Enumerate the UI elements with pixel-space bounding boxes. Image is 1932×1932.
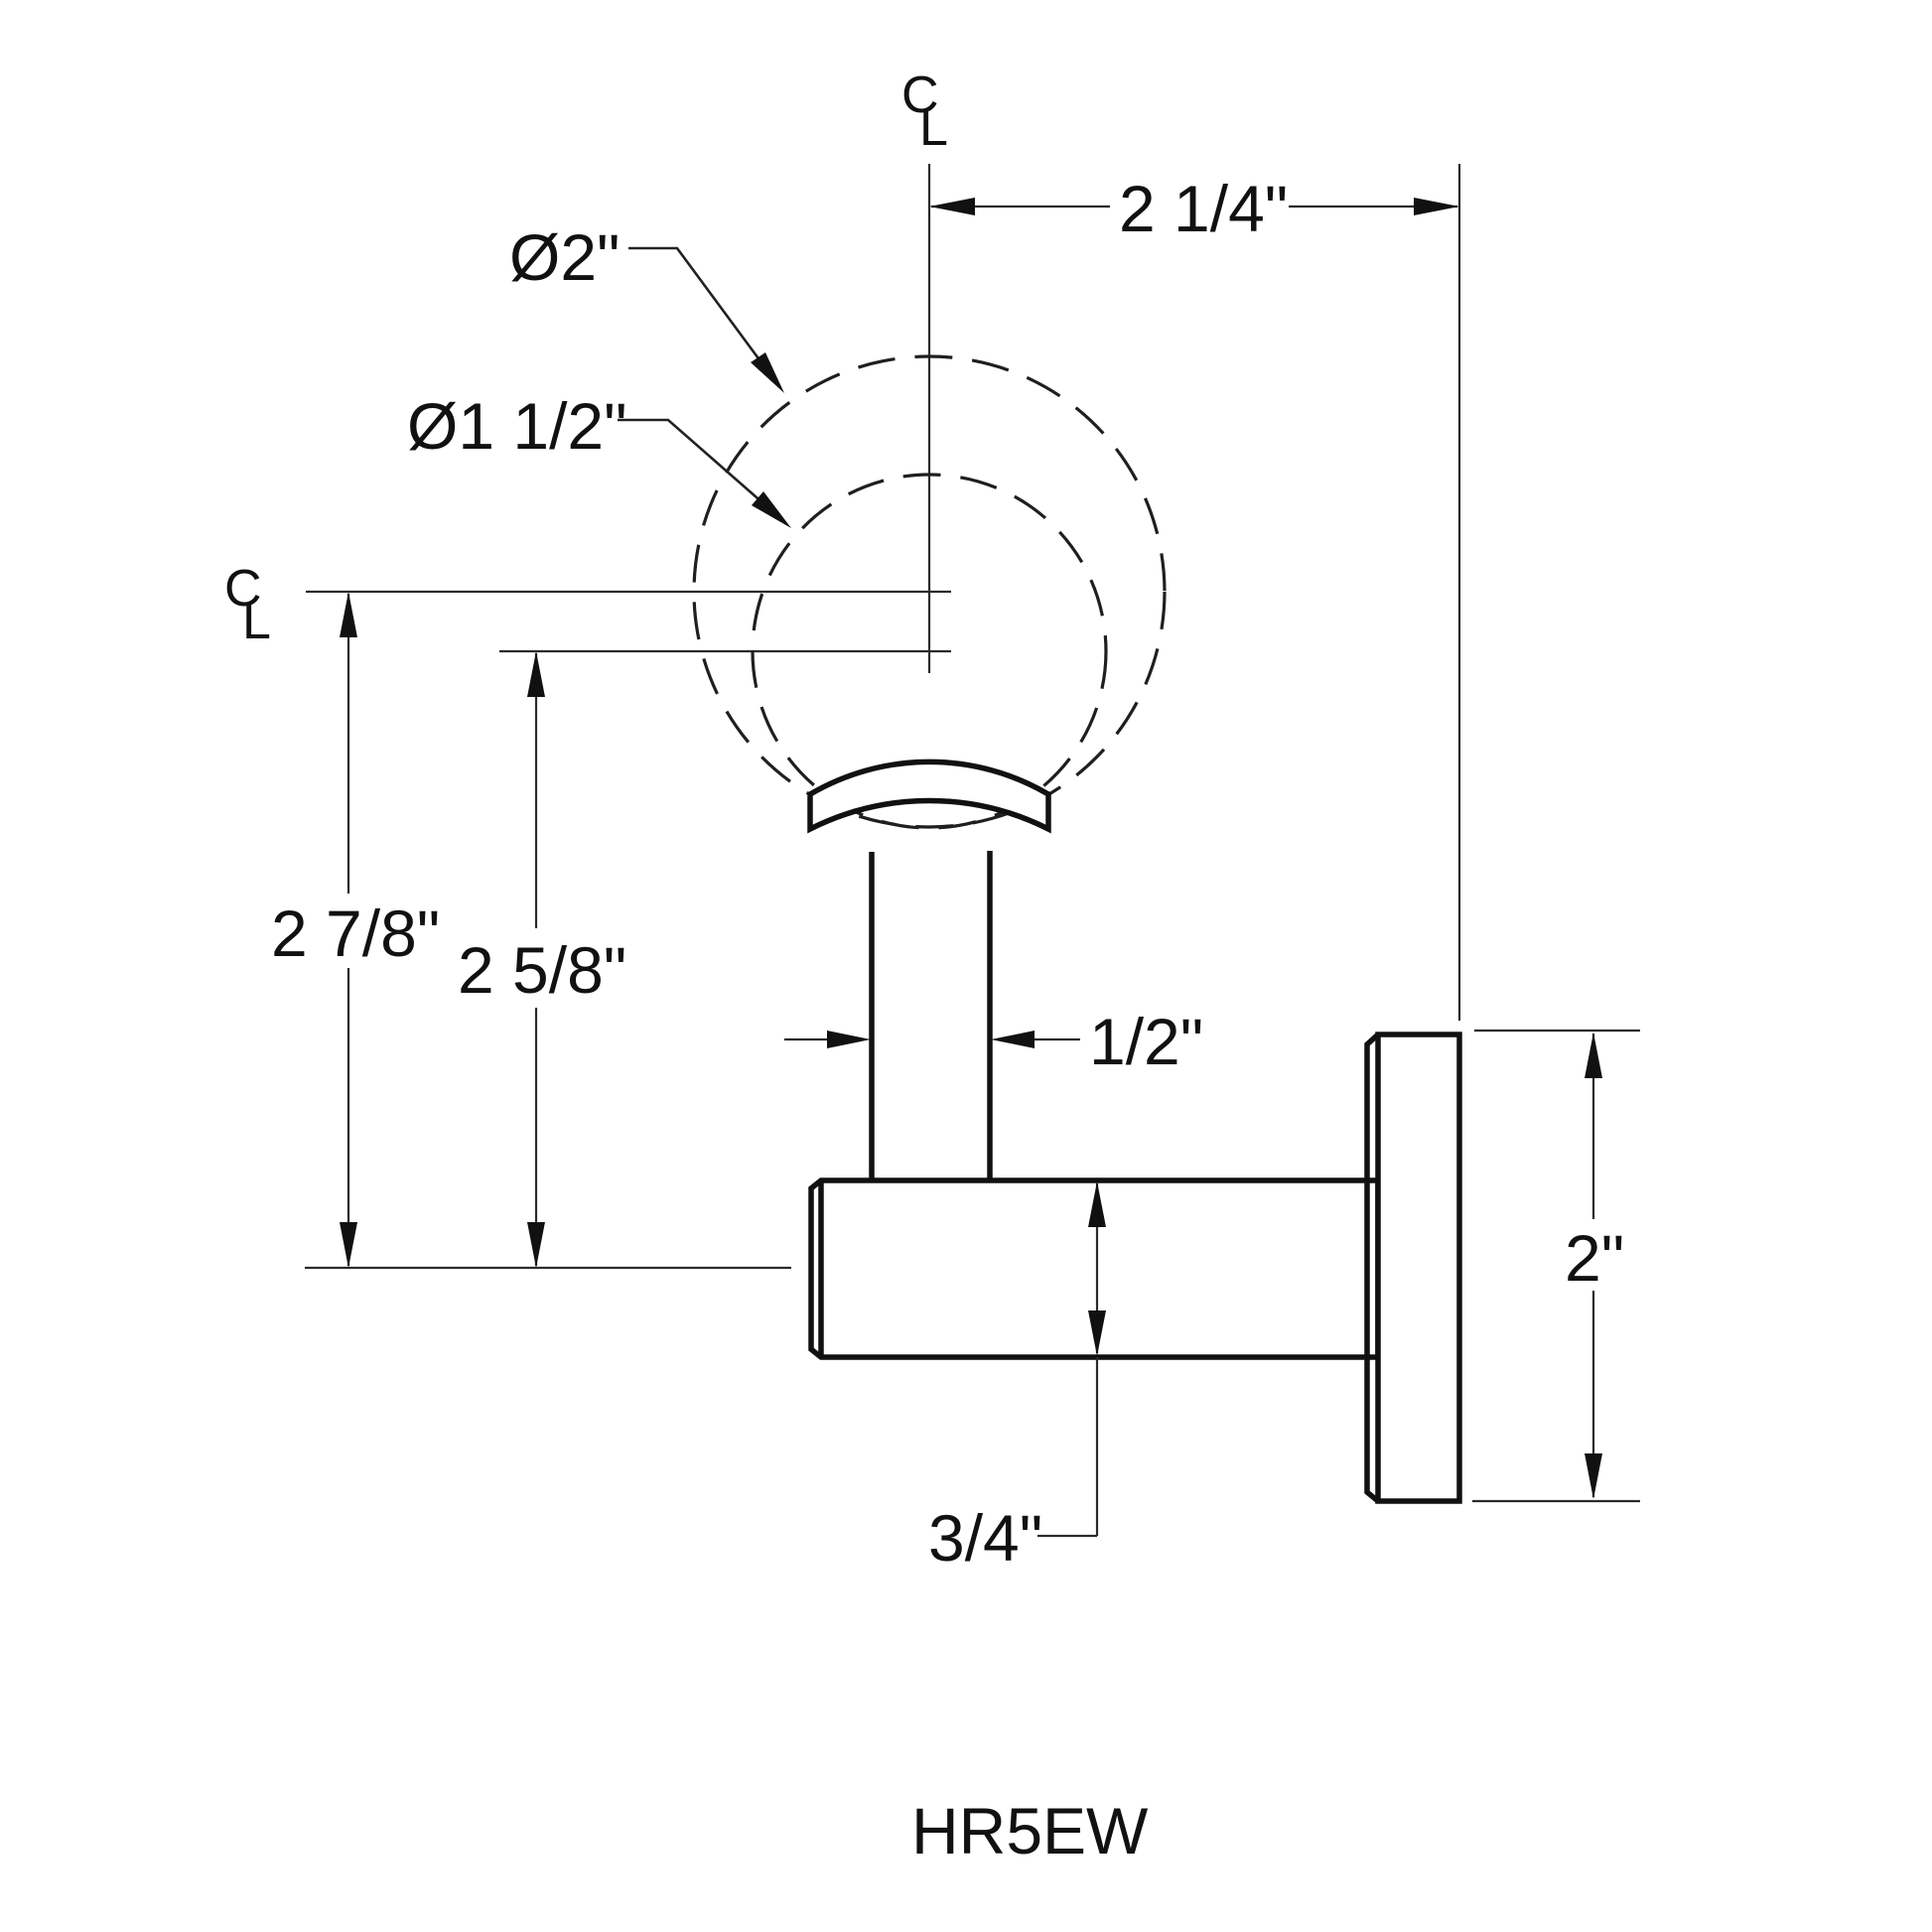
dimension-label: 3/4" xyxy=(928,1501,1042,1575)
dimension-label: 2 7/8" xyxy=(271,897,440,970)
arrowhead-right xyxy=(1414,198,1459,215)
dimension-label: 2 5/8" xyxy=(458,933,626,1007)
arrowhead-down xyxy=(340,1222,357,1268)
dimension-label: 2" xyxy=(1565,1221,1624,1295)
outer-rail-circle xyxy=(692,354,1167,829)
dimension-label: 2 1/4" xyxy=(1119,172,1288,245)
callout-outer-diameter: Ø2" xyxy=(509,220,784,393)
callout-label: Ø2" xyxy=(509,220,620,294)
centerline-symbol-top: C L xyxy=(901,67,948,157)
dimension-large-rail-center-height: 2 7/8" xyxy=(271,592,440,1268)
arrowhead-down xyxy=(527,1222,545,1268)
centerline-c-glyph: C xyxy=(901,67,939,124)
inner-rail-circle xyxy=(751,473,1108,830)
leader-line xyxy=(618,418,765,505)
callout-inner-diameter: Ø1 1/2" xyxy=(407,389,791,528)
arrowhead-up xyxy=(1088,1181,1106,1227)
arrowhead-left xyxy=(929,198,975,215)
wall-plate xyxy=(1375,1032,1462,1504)
wall-plate-back-lip xyxy=(1364,1032,1380,1504)
dimension-arm-thickness: 3/4" xyxy=(928,1181,1106,1575)
arrowhead-left xyxy=(991,1031,1035,1048)
arrowhead-right xyxy=(827,1031,871,1048)
saddle xyxy=(807,759,1051,834)
leader-line xyxy=(628,246,768,370)
leader-arrowhead xyxy=(751,352,784,393)
part-number: HR5EW xyxy=(911,1794,1149,1867)
arrowhead-up xyxy=(340,592,357,637)
dimension-center-to-wall: 2 1/4" xyxy=(929,164,1461,1021)
centerline-c-glyph: C xyxy=(224,560,262,618)
arrowhead-down xyxy=(1585,1453,1602,1499)
leader-arrowhead xyxy=(752,491,791,528)
callout-label: Ø1 1/2" xyxy=(407,389,627,463)
arrowhead-up xyxy=(1585,1033,1602,1078)
dimension-post-width: 1/2" xyxy=(784,1005,1203,1078)
centerline-l-glyph: L xyxy=(919,99,948,157)
centerline-l-glyph: L xyxy=(242,593,271,650)
dimension-label: 1/2" xyxy=(1089,1005,1203,1078)
arrowhead-down xyxy=(1088,1311,1106,1356)
dimension-small-rail-center-height: 2 5/8" xyxy=(458,651,626,1268)
centerline-symbol-left: C L xyxy=(224,560,271,650)
dimension-plate-height: 2" xyxy=(1472,1029,1640,1503)
arrowhead-up xyxy=(527,651,545,697)
